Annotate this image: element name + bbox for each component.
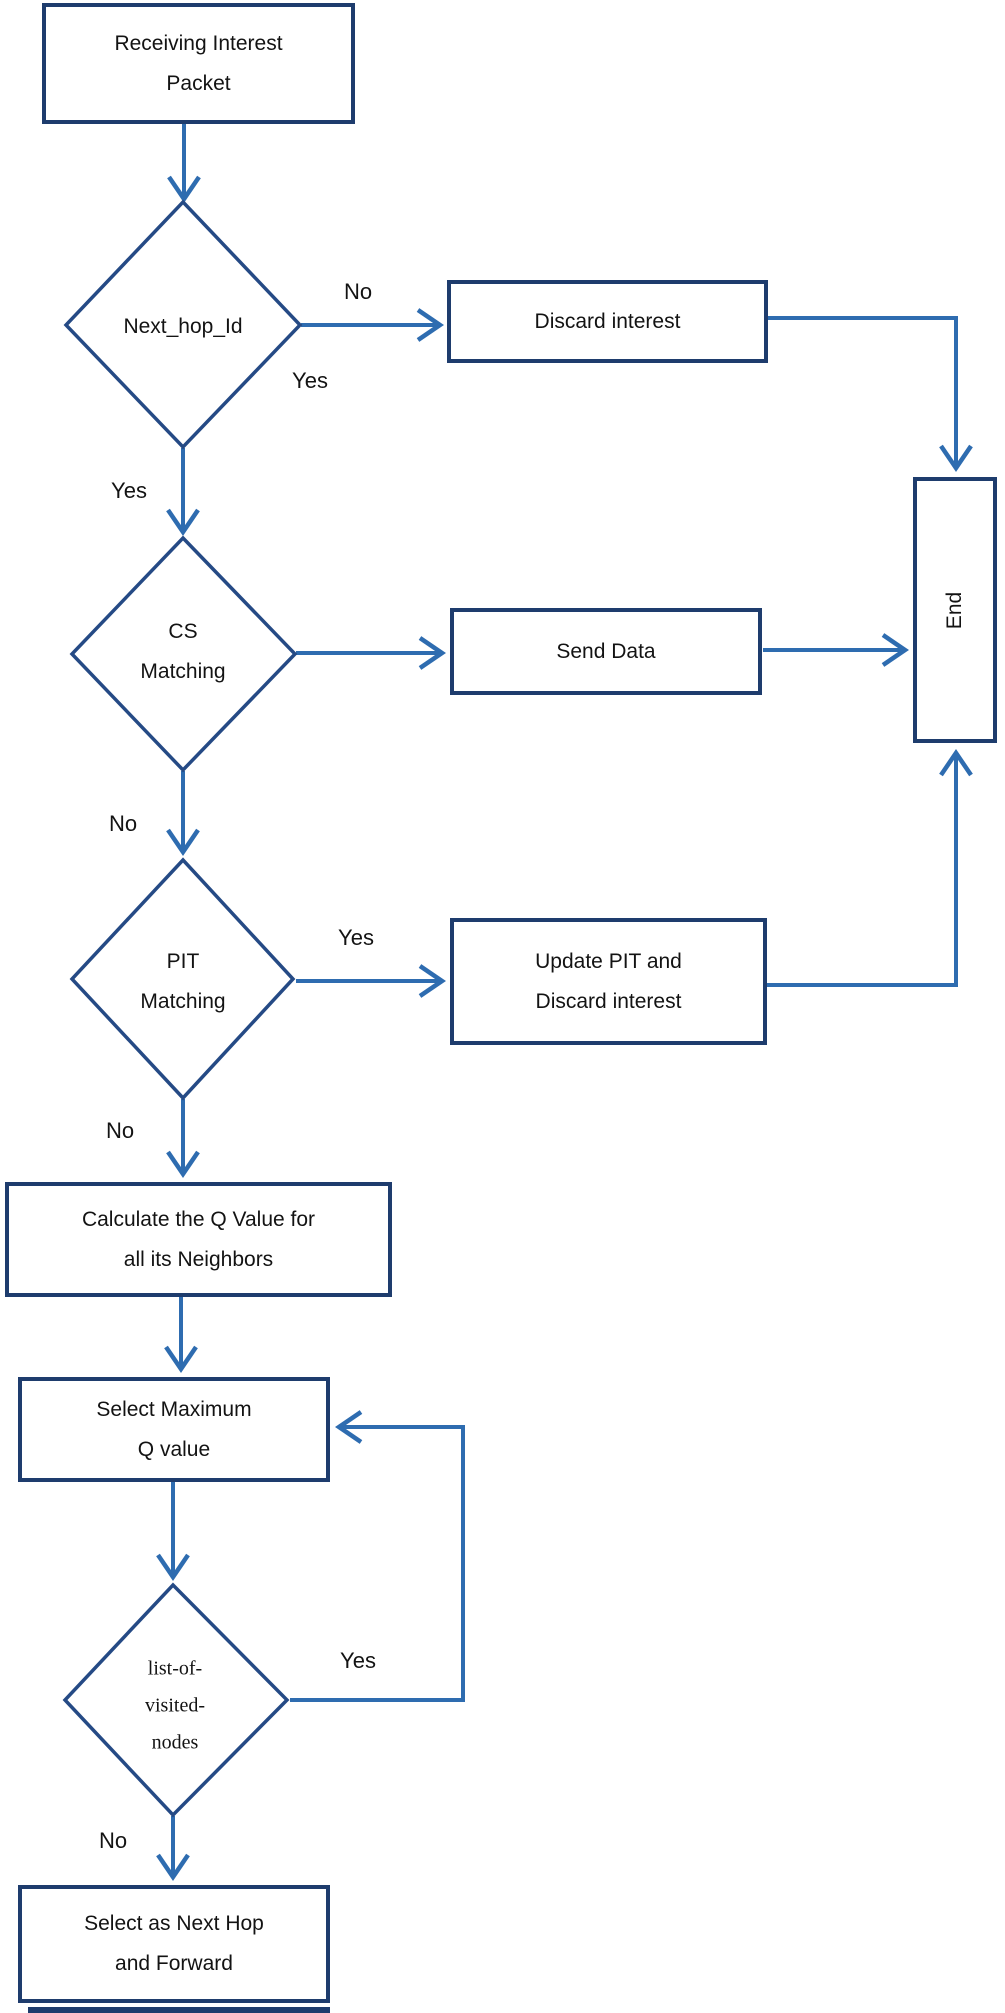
edge-visited-yes-loop xyxy=(290,1410,465,1702)
edge-pit-no-to-calculate xyxy=(166,1099,200,1178)
edge-select-max-to-visited xyxy=(156,1482,190,1581)
edge-update-to-end xyxy=(767,749,973,987)
branch-label-pit-yes: Yes xyxy=(338,925,374,950)
node-receiving-interest-packet: Receiving Interest Packet xyxy=(42,3,355,124)
node-update-pit-discard-interest: Update PIT and Discard interest xyxy=(450,918,767,1045)
branch-label-visited-yes: Yes xyxy=(340,1648,376,1673)
node-select-maximum-q-value: Select Maximum Q value xyxy=(18,1377,330,1482)
truncated-shape-stub xyxy=(28,2007,330,2013)
decision-next-hop-id-shape xyxy=(63,199,303,450)
edge-next-hop-no-to-discard xyxy=(301,308,444,342)
decision-next-hop-id-label: Next_hop_Id xyxy=(123,315,243,339)
edge-cs-to-send-data xyxy=(296,636,446,670)
branch-label-pit-no: No xyxy=(105,1118,135,1143)
branch-label-next-hop-no: No xyxy=(343,279,373,304)
node-select-as-next-hop-and-forward: Select as Next Hop and Forward xyxy=(18,1885,330,2003)
edge-send-data-to-end xyxy=(763,633,909,667)
branch-label-cs-no: No xyxy=(108,811,138,836)
edge-start-to-next-hop xyxy=(167,124,201,203)
edge-cs-no-to-pit xyxy=(166,771,200,856)
decision-pit-matching-label: PIT Matching xyxy=(140,950,226,1013)
edge-next-hop-yes-to-cs xyxy=(166,448,200,536)
decision-list-of-visited-nodes-label: list-of- visited- nodes xyxy=(145,1657,205,1754)
edge-discard-to-end xyxy=(768,316,973,472)
node-send-data: Send Data xyxy=(450,608,762,695)
branch-label-next-hop-yes-down: Yes xyxy=(111,478,147,503)
edge-pit-yes-to-update xyxy=(296,964,446,998)
branch-label-next-hop-yes-right: Yes xyxy=(292,368,328,393)
branch-label-visited-no: No xyxy=(98,1828,128,1853)
node-calculate-q-value: Calculate the Q Value for all its Neighb… xyxy=(5,1182,392,1297)
edge-calculate-to-select-max xyxy=(164,1297,198,1373)
decision-cs-matching-label: CS Matching xyxy=(140,620,226,683)
node-end: End xyxy=(913,477,997,743)
end-label: End xyxy=(943,591,967,629)
decision-list-of-visited-nodes-shape xyxy=(62,1582,290,1818)
node-discard-interest: Discard interest xyxy=(447,280,768,363)
decision-pit-matching-shape xyxy=(69,857,296,1101)
edge-visited-no-to-next-hop-box xyxy=(156,1816,190,1881)
decision-cs-matching-shape xyxy=(69,535,298,773)
